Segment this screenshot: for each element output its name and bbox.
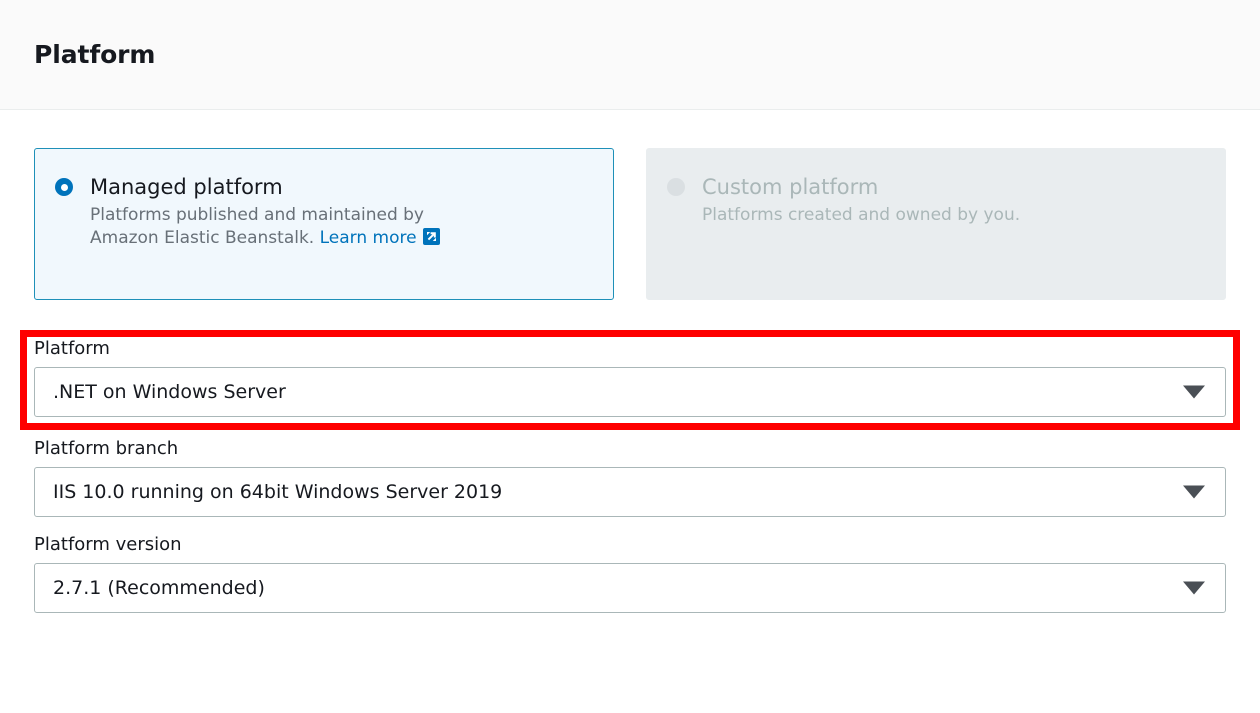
platform-option-description: Platforms published and maintained by Am… <box>90 204 441 253</box>
field-platform: Platform .NET on Windows Server <box>20 330 1240 430</box>
platform-branch-select[interactable]: IIS 10.0 running on 64bit Windows Server… <box>34 467 1226 517</box>
field-label-platform-branch: Platform branch <box>34 438 179 459</box>
platform-version-select[interactable]: 2.7.1 (Recommended) <box>34 563 1226 613</box>
chevron-down-icon[interactable] <box>1183 485 1205 499</box>
learn-more-link[interactable]: Learn more <box>319 228 417 249</box>
page-header: Platform <box>0 0 1260 110</box>
radio-dot-icon <box>60 183 68 191</box>
platform-branch-select-value: IIS 10.0 running on 64bit Windows Server… <box>53 481 503 503</box>
platform-select-value: .NET on Windows Server <box>53 381 286 403</box>
platform-option-title: Custom platform <box>702 175 879 199</box>
platform-option-text: Managed platform Platforms published and… <box>90 173 441 253</box>
radio-button-custom-platform <box>667 178 685 196</box>
platform-option-description-line1: Platforms published and maintained by <box>90 205 424 226</box>
platform-option-title: Managed platform <box>90 175 283 199</box>
field-platform-branch: Platform branch IIS 10.0 running on 64bi… <box>34 438 1226 517</box>
field-label-platform: Platform <box>34 338 110 359</box>
chevron-down-icon[interactable] <box>1183 581 1205 595</box>
field-platform-version: Platform version 2.7.1 (Recommended) <box>34 534 1226 613</box>
platform-form: Platform .NET on Windows Server Platform… <box>20 330 1240 613</box>
platform-option-description-line2: Amazon Elastic Beanstalk. <box>90 228 315 249</box>
radio-button-managed-platform[interactable] <box>55 178 73 196</box>
platform-option-text: Custom platform Platforms created and ow… <box>702 173 1020 227</box>
field-label-platform-version: Platform version <box>34 534 182 555</box>
platform-option-description: Platforms created and owned by you. <box>702 205 1021 226</box>
platform-version-select-value: 2.7.1 (Recommended) <box>53 577 265 599</box>
external-link-icon[interactable] <box>422 227 441 253</box>
page-title: Platform <box>34 40 156 69</box>
platform-type-selector: Managed platform Platforms published and… <box>26 148 1234 300</box>
platform-select[interactable]: .NET on Windows Server <box>34 367 1226 417</box>
platform-option-custom-platform: Custom platform Platforms created and ow… <box>646 148 1226 300</box>
chevron-down-icon[interactable] <box>1183 385 1205 399</box>
page-content: Managed platform Platforms published and… <box>0 110 1260 613</box>
platform-option-managed-platform[interactable]: Managed platform Platforms published and… <box>34 148 614 300</box>
radio-dot-icon <box>673 184 680 191</box>
